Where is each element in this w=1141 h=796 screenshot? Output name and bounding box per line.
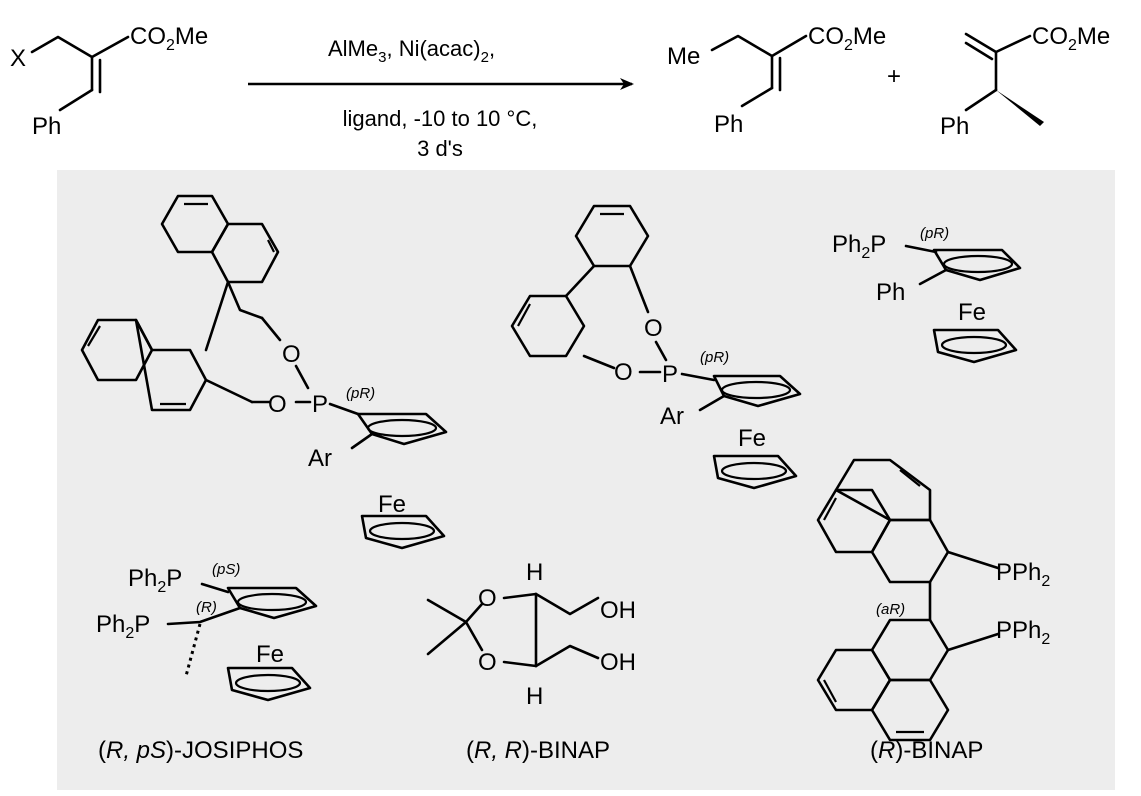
ferrocenyl-ph2p: Ph2P (832, 231, 886, 262)
binaphthyl-p: P (312, 391, 328, 418)
josiphos-ph2p-side: Ph2P (96, 611, 150, 642)
biphenyl-aryl: Ar (660, 403, 684, 430)
binaphthyl-aryl: Ar (308, 445, 332, 472)
product-linear-ester: CO2Me (808, 23, 886, 54)
binaphthyl-phosphite-ligand: O O P (pR) Ar Fe (80, 194, 448, 550)
binap-pph2-top: PPh2 (996, 559, 1050, 590)
biphenyl-o-left: O (614, 359, 633, 386)
conditions-line-2: ligand, -10 to 10 °C, (343, 106, 538, 131)
linear-product-structure: Me CO2Me Ph (667, 23, 886, 138)
reactant-aryl: Ph (32, 113, 61, 140)
reactant-ester: CO2Me (130, 23, 208, 54)
binap-axial-tag: (aR) (876, 601, 905, 618)
diol-h-bottom: H (526, 683, 543, 710)
product-branched-aryl: Ph (940, 113, 969, 140)
biphenyl-planar-tag: (pR) (700, 349, 729, 366)
reactant-structure: X CO2Me Ph (10, 23, 208, 140)
diol-caption: (R, R)-BINAP (466, 737, 610, 764)
biphenyl-iron: Fe (738, 425, 766, 452)
product-linear-aryl: Ph (714, 111, 743, 138)
diol-oh-bottom: OH (600, 649, 636, 676)
ferrocenyl-iron: Fe (958, 299, 986, 326)
ferrocenyl-planar-tag: (pR) (920, 225, 949, 242)
biphenyl-p: P (662, 361, 678, 388)
product-methyl: Me (667, 43, 700, 70)
josiphos-stereo-tag: (R) (196, 599, 217, 616)
binap-caption: (R)-BINAP (870, 737, 983, 764)
biphenyl-o-upper: O (644, 315, 663, 342)
binaphthyl-o-lower: O (268, 391, 287, 418)
conditions-line-3: 3 d's (417, 136, 463, 161)
biphenyl-phosphite-ligand: O O P (pR) Ar Fe (510, 204, 802, 490)
diol-o-top: O (478, 585, 497, 612)
binap-ligand: PPh2 (aR) PPh2 (R)-BINAP (816, 458, 1050, 764)
binaphthyl-iron: Fe (378, 491, 406, 518)
josiphos-caption: (R, pS)-JOSIPHOS (98, 737, 303, 764)
ligand-panel-background (57, 170, 1115, 790)
ferrocenyl-aryl: Ph (876, 279, 905, 306)
diol-h-top: H (526, 559, 543, 586)
josiphos-ph2p-top: Ph2P (128, 565, 182, 596)
binaphthyl-planar-tag: (pR) (346, 385, 375, 402)
conditions-line-1: AlMe3, Ni(acac)2, (328, 36, 495, 66)
phenyl-ferrocenyl-phosphine: Ph2P (pR) Ph Fe (832, 225, 1022, 364)
diol-acetonide-ligand: O O H H OH OH (R, R)-BINAP (426, 559, 636, 764)
plus-sign: + (887, 63, 901, 90)
reactant-leaving-group: X (10, 45, 26, 72)
product-branched-ester: CO2Me (1032, 23, 1110, 54)
diol-oh-top: OH (600, 597, 636, 624)
josiphos-planar-tag: (pS) (212, 561, 240, 578)
branched-product-structure: CO2Me Ph (940, 23, 1110, 140)
binaphthyl-o-upper: O (282, 341, 301, 368)
reaction-conditions: AlMe3, Ni(acac)2, ligand, -10 to 10 °C, … (328, 36, 537, 161)
josiphos-ligand: Ph2P (pS) (R) Ph2P Fe (R, pS)-JOSIPHOS (96, 561, 318, 764)
diol-o-bottom: O (478, 649, 497, 676)
josiphos-iron: Fe (256, 641, 284, 668)
binap-pph2-bottom: PPh2 (996, 617, 1050, 648)
